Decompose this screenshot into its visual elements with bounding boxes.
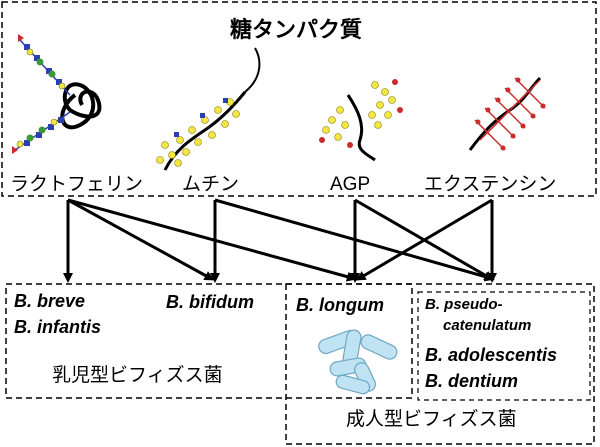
group-label-adult-type: 成人型ビフィズス菌 (346, 408, 517, 430)
protein-label-agp: AGP (330, 174, 371, 195)
group-label-infant-type: 乳児型ビフィズス菌 (52, 364, 223, 386)
bacteria-label-pseudocatenulatum-line2: catenulatum (443, 317, 532, 334)
arrow-lactoferrin-to-longum (67, 198, 357, 282)
bacteria-label-pseudocatenulatum-line1: B. pseudo- (425, 296, 503, 313)
arrow-lactoferrin-to-bifidum (67, 198, 215, 281)
arrow-agp-to-adult (354, 198, 495, 281)
title-pointer (244, 47, 261, 93)
agp-molecule (319, 79, 403, 162)
protein-label-mucin: ムチン (182, 173, 240, 195)
adult-type-box (285, 283, 595, 445)
lactoferrin-molecule (12, 34, 102, 154)
bacteria-label-bifidum: B. bifidum (166, 292, 254, 312)
bacteria-illustration (318, 329, 398, 395)
extensin-molecule (468, 76, 546, 151)
arrow-extensin-to-longum (355, 198, 493, 281)
bacteria-label-infantis: B. infantis (14, 317, 102, 337)
diagram-title: 糖タンパク質 (230, 18, 363, 43)
bacteria-label-dentium: B. dentium (425, 371, 518, 391)
protein-label-extensin: エクステンシン (424, 173, 557, 195)
protein-label-lactoferrin: ラクトフェリン (10, 173, 144, 195)
mucin-molecule (156, 91, 247, 171)
glycoprotein-box (1, 1, 597, 197)
bacteria-label-adolescentis: B. adolescentis (425, 345, 558, 365)
adult-species-box (417, 291, 591, 401)
infant-type-box (5, 283, 413, 399)
arrow-mucin-to-adult (214, 198, 495, 282)
bacteria-label-longum: B. longum (296, 295, 384, 315)
bacteria-label-breve: B. breve (14, 291, 86, 311)
arrows (63, 198, 497, 283)
